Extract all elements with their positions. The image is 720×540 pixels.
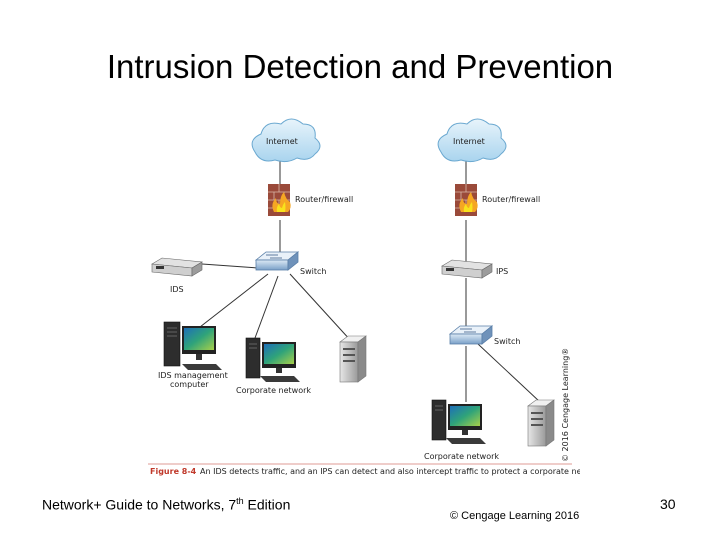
left-router-label: Router/firewall	[295, 195, 353, 204]
left-ids-device-icon	[151, 257, 203, 277]
network-diagram: Internet Router/firewall Switch IDS	[148, 118, 580, 476]
right-firewall-icon	[455, 184, 478, 216]
left-switch-icon	[254, 251, 300, 271]
right-corporate-label: Corporate network	[424, 452, 499, 461]
left-corporate-label: Corporate network	[236, 386, 311, 395]
figure-credit: © 2016 Cengage Learning®	[561, 348, 570, 462]
right-internet-label: Internet	[453, 137, 485, 146]
right-internet-cloud-icon	[437, 118, 507, 163]
left-ids-label: IDS	[170, 285, 184, 294]
page-number: 30	[660, 496, 676, 512]
right-router-label: Router/firewall	[482, 195, 540, 204]
right-switch-label: Switch	[494, 337, 520, 346]
left-internet-label: Internet	[266, 137, 298, 146]
right-ips-device-icon	[441, 259, 493, 279]
left-server-icon	[339, 335, 367, 383]
right-ips-label: IPS	[496, 267, 508, 276]
left-firewall-icon	[268, 184, 291, 216]
left-connections	[199, 160, 353, 343]
right-switch-icon	[448, 325, 494, 345]
left-ids-management-computer-icon	[163, 321, 222, 370]
footer-edition-text: Edition	[243, 496, 291, 513]
footer-edition-sup: th	[236, 496, 244, 506]
right-server-icon	[527, 399, 555, 447]
figure-number: Figure 8-4	[150, 467, 197, 476]
right-connections	[465, 160, 541, 403]
left-switch-label: Switch	[300, 267, 326, 276]
right-workstation-icon	[431, 399, 486, 444]
footer-copyright: © Cengage Learning 2016	[450, 510, 580, 522]
footer-book-title: Network+ Guide to Networks, 7th Edition	[42, 496, 290, 513]
figure-caption: An IDS detects traffic, and an IPS can d…	[200, 467, 580, 476]
left-internet-cloud-icon	[251, 118, 321, 163]
left-workstation-icon	[245, 337, 300, 382]
left-ids-mgmt-label-1: IDS management	[158, 371, 228, 380]
footer-book-text: Network+ Guide to Networks, 7	[42, 496, 237, 513]
left-ids-mgmt-label-2: computer	[170, 380, 209, 389]
slide-title: Intrusion Detection and Prevention	[106, 48, 614, 85]
